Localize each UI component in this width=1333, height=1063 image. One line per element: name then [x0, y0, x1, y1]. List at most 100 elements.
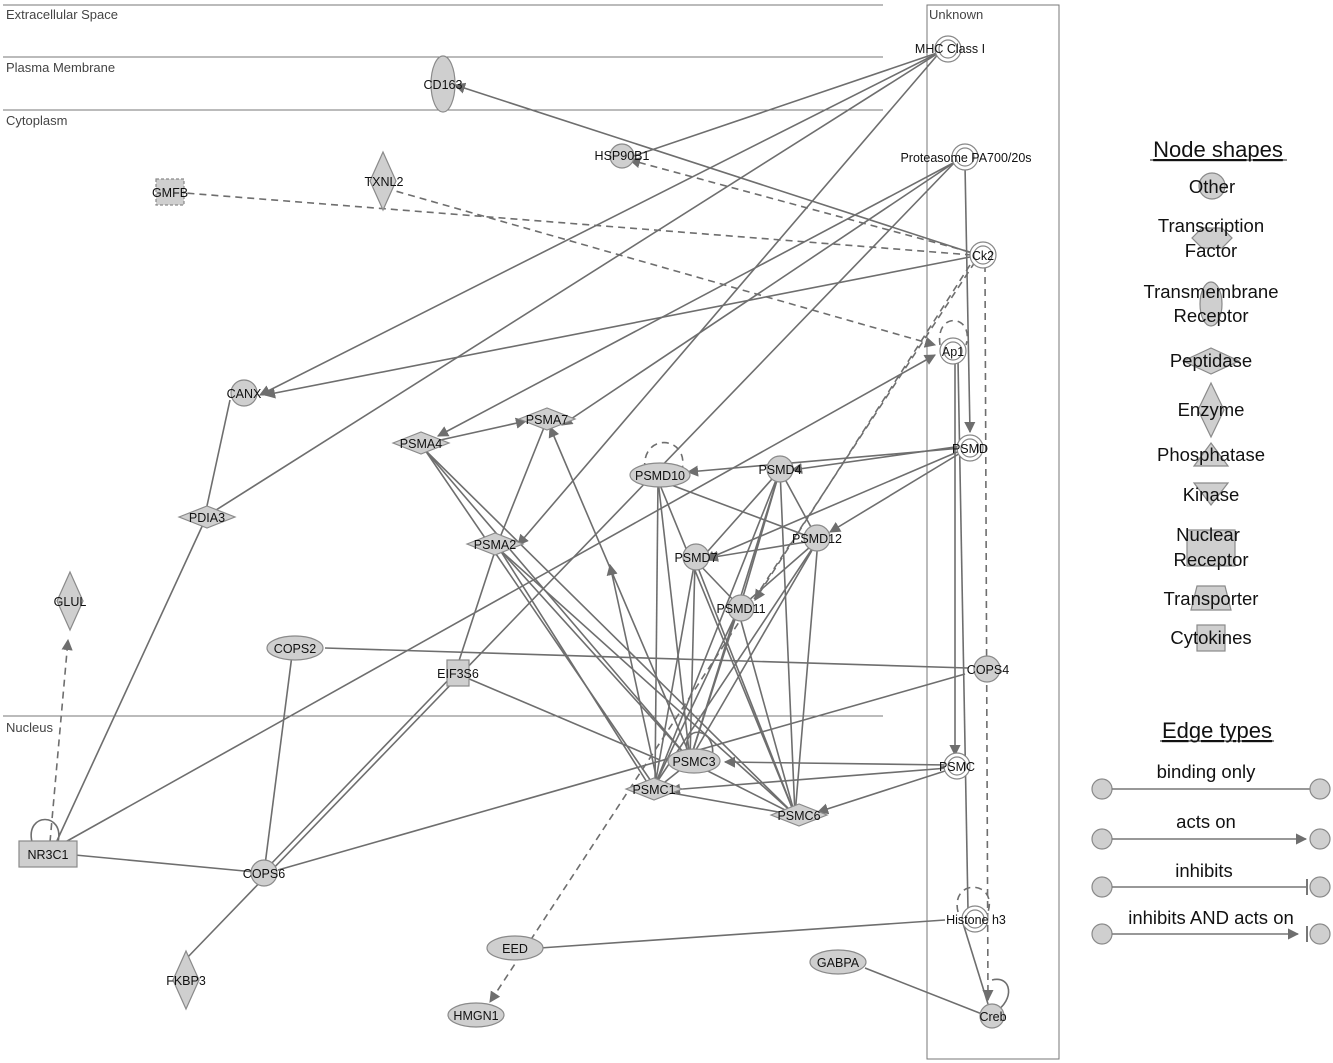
- node-cops2[interactable]: COPS2: [266, 635, 324, 661]
- node-label: Histone h3: [946, 913, 1006, 927]
- legend-edge-binding: binding only: [1157, 761, 1256, 782]
- node-psmd[interactable]: PSMD: [952, 434, 988, 462]
- node-label: NR3C1: [28, 848, 69, 862]
- node-label: Ck2: [972, 249, 994, 263]
- node-cops4[interactable]: COPS4: [967, 655, 1009, 683]
- node-psmc1[interactable]: PSMC1: [624, 777, 684, 801]
- node-ck2[interactable]: Ck2: [969, 241, 997, 269]
- node-creb[interactable]: Creb: [979, 1003, 1007, 1029]
- node-nr3c1[interactable]: NR3C1: [18, 840, 78, 868]
- compartment-unknown: Unknown: [929, 7, 983, 22]
- node-label: PSMC1: [632, 783, 675, 797]
- legend-cytokines-shape: [1196, 624, 1226, 652]
- self-loops: [30, 319, 1010, 1013]
- legend-other: Other: [1189, 176, 1235, 197]
- node-pdia3[interactable]: PDIA3: [177, 505, 237, 529]
- node-eed[interactable]: EED: [486, 935, 544, 961]
- node-psmc6[interactable]: PSMC6: [769, 803, 829, 827]
- legend-peptidase-shape: [1181, 347, 1241, 375]
- node-label: CANX: [227, 387, 262, 401]
- node-label: COPS6: [243, 867, 285, 881]
- node-proteasome[interactable]: Proteasome PA700/20s: [900, 143, 1032, 171]
- legend-phosphatase: Phosphatase: [1157, 444, 1265, 465]
- node-label: CD163: [424, 78, 463, 92]
- node-label: EED: [502, 942, 528, 956]
- legend-edge-inhibits-acts: inhibits AND acts on: [1128, 907, 1294, 928]
- legend: Node shapes Other Transcription Factor T…: [1091, 137, 1331, 945]
- node-mhc-class-i[interactable]: MHC Class I: [915, 35, 985, 63]
- nodes: MHC Class I Proteasome PA700/20s Ck2 Ap1…: [18, 35, 1032, 1029]
- compartment-plasma-membrane: Plasma Membrane: [6, 60, 115, 75]
- node-histone-h3[interactable]: Histone h3: [946, 905, 1006, 933]
- node-txnl2[interactable]: TXNL2: [365, 150, 404, 212]
- legend-edge-types-title: Edge types: [1162, 718, 1272, 743]
- node-label: EIF3S6: [437, 667, 479, 681]
- node-label: COPS2: [274, 642, 316, 656]
- node-label: GMFB: [152, 186, 188, 200]
- node-cd163[interactable]: CD163: [424, 55, 463, 113]
- node-psmd4[interactable]: PSMD4: [758, 455, 802, 483]
- legend-edge-acts-on: acts on: [1176, 811, 1236, 832]
- node-label: PSMA7: [526, 413, 568, 427]
- legend-enzyme: Enzyme: [1178, 399, 1245, 420]
- node-label: Ap1: [942, 345, 964, 359]
- legend-other-shape: [1198, 172, 1226, 200]
- compartment-extracellular: Extracellular Space: [6, 7, 118, 22]
- compartment-cytoplasm: Cytoplasm: [6, 113, 67, 128]
- legend-kinase: Kinase: [1183, 484, 1240, 505]
- node-psma4[interactable]: PSMA4: [391, 431, 451, 455]
- node-label: PSMD7: [674, 551, 717, 565]
- node-label: PSMC: [939, 760, 975, 774]
- legend-tm-shape: [1199, 281, 1223, 327]
- node-label: PSMD4: [758, 463, 801, 477]
- legend-transporter-shape: [1190, 585, 1232, 611]
- node-ap1[interactable]: Ap1: [939, 337, 967, 365]
- node-psmd11[interactable]: PSMD11: [716, 594, 766, 622]
- node-label: MHC Class I: [915, 42, 985, 56]
- node-hsp90b1[interactable]: HSP90B1: [595, 143, 650, 169]
- node-psmd10[interactable]: PSMD10: [629, 462, 691, 488]
- node-label: Creb: [979, 1010, 1006, 1024]
- node-psmd12[interactable]: PSMD12: [792, 524, 842, 552]
- node-hmgn1[interactable]: HMGN1: [447, 1002, 505, 1028]
- compartment-nucleus: Nucleus: [6, 720, 53, 735]
- node-canx[interactable]: CANX: [227, 379, 262, 407]
- node-label: PDIA3: [189, 511, 225, 525]
- node-eif3s6[interactable]: EIF3S6: [437, 659, 479, 687]
- node-gmfb[interactable]: GMFB: [152, 178, 188, 206]
- node-gabpa[interactable]: GABPA: [809, 949, 867, 975]
- legend-phosphatase-shape: [1192, 441, 1230, 467]
- legend-cytokines: Cytokines: [1170, 627, 1251, 648]
- legend-tf-shape: [1191, 227, 1233, 249]
- node-label: Proteasome PA700/20s: [900, 151, 1031, 165]
- legend-tf-line2: Factor: [1185, 240, 1237, 261]
- legend-node-shapes-title: Node shapes: [1153, 137, 1283, 162]
- node-label: PSMD: [952, 442, 988, 456]
- legend-tm-line1: Transmembrane: [1143, 281, 1278, 302]
- node-label: TXNL2: [365, 175, 404, 189]
- node-label: PSMC6: [777, 809, 820, 823]
- node-fkbp3[interactable]: FKBP3: [166, 949, 206, 1011]
- node-psma2[interactable]: PSMA2: [465, 532, 525, 556]
- node-psmd7[interactable]: PSMD7: [674, 543, 718, 571]
- node-glul[interactable]: GLUL: [54, 570, 87, 632]
- legend-nr-line2: Receptor: [1173, 549, 1248, 570]
- node-label: COPS4: [967, 663, 1009, 677]
- node-label: GLUL: [54, 595, 87, 609]
- legend-kinase-shape: [1192, 482, 1230, 506]
- legend-peptidase: Peptidase: [1170, 350, 1252, 371]
- node-psmc3[interactable]: PSMC3: [667, 748, 721, 774]
- node-label: PSMA4: [400, 437, 442, 451]
- node-label: PSMD11: [716, 602, 765, 616]
- legend-transporter: Transporter: [1164, 588, 1259, 609]
- legend-nr-line1: Nuclear: [1176, 524, 1240, 545]
- node-cops6[interactable]: COPS6: [243, 859, 285, 887]
- node-label: GABPA: [817, 956, 860, 970]
- node-psmc[interactable]: PSMC: [939, 752, 975, 780]
- node-psma7[interactable]: PSMA7: [517, 407, 577, 431]
- legend-nr-shape: [1186, 529, 1236, 567]
- legend-edge-inhibits: inhibits: [1175, 860, 1233, 881]
- legend-enzyme-shape: [1197, 381, 1225, 439]
- legend-tm-line2: Receptor: [1173, 305, 1248, 326]
